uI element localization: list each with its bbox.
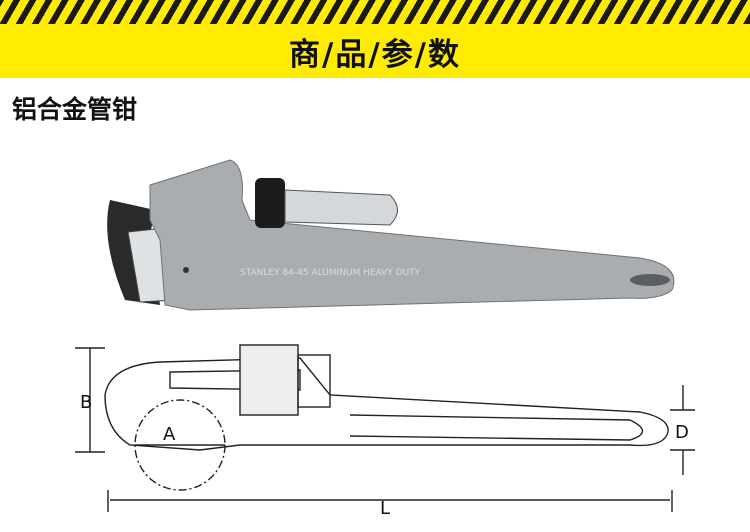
engraving-text: STANLEY 84-45 ALUMINUM HEAVY DUTY [240,268,421,278]
section-title: 商/品/参/数 [289,36,461,73]
dimension-label-l: L [380,498,390,519]
dimension-label-a: A [163,424,176,445]
dimension-label-d: D [675,422,689,443]
header-band: 商/品/参/数 [0,24,750,78]
dimension-label-b: B [80,392,92,413]
dimension-drawing [75,344,695,512]
hazard-stripe-border [0,0,750,24]
wrench-photo: STANLEY 84-45 ALUMINUM HEAVY DUTY [107,159,675,311]
product-name: 铝合金管钳 [12,95,138,124]
